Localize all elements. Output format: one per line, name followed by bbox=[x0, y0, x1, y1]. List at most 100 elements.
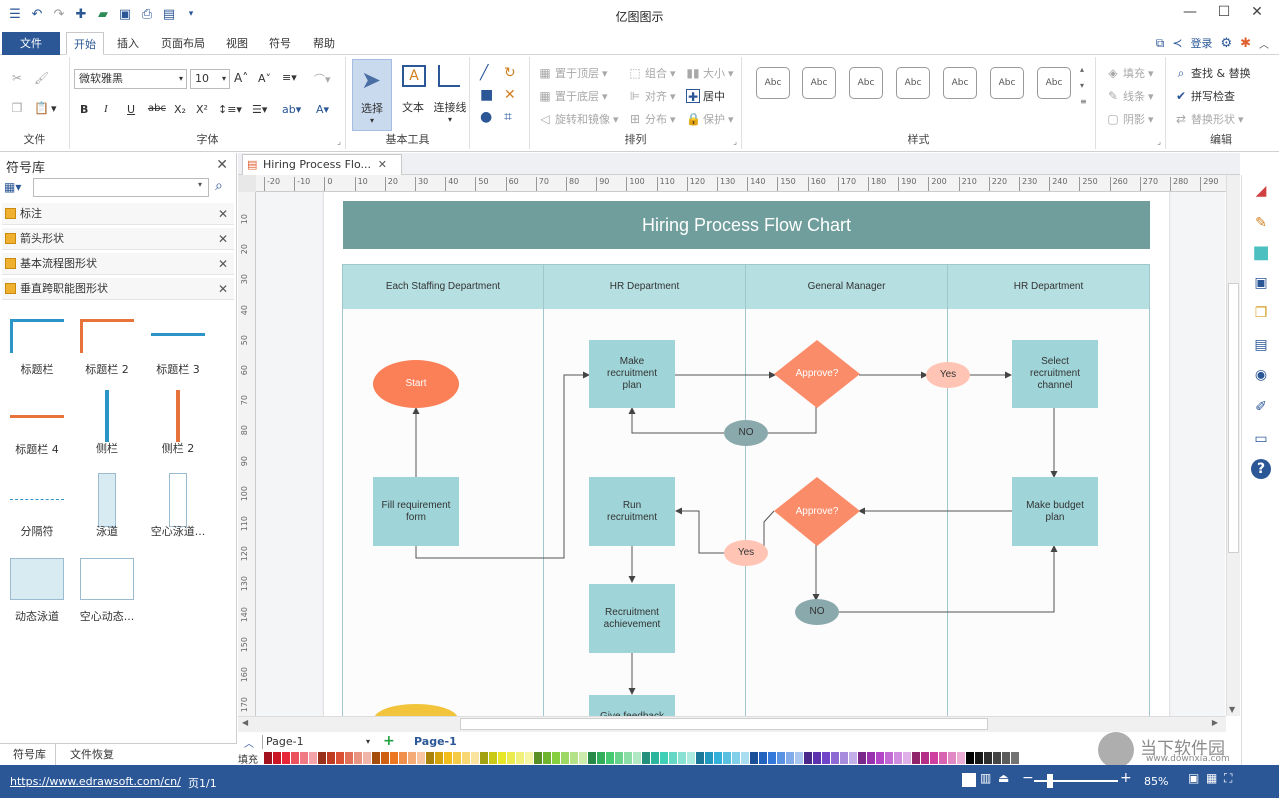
superscript-button[interactable]: X² bbox=[196, 103, 208, 116]
fill-requirement-node[interactable]: Fill requirement form bbox=[373, 477, 459, 546]
page-panel-icon[interactable]: ▤ bbox=[1254, 337, 1268, 353]
color-swatch[interactable] bbox=[543, 752, 551, 764]
library-category-vertical-crossfunctional[interactable]: 垂直跨职能图形状✕ bbox=[2, 278, 234, 300]
color-swatch[interactable] bbox=[435, 752, 443, 764]
tab-symbol[interactable]: 符号 bbox=[269, 37, 291, 50]
drawing-canvas[interactable]: Hiring Process Flow Chart Each Staffing … bbox=[256, 192, 1225, 716]
close-category-icon[interactable]: ✕ bbox=[217, 257, 228, 271]
color-swatch[interactable] bbox=[930, 752, 938, 764]
color-swatch[interactable] bbox=[453, 752, 461, 764]
style-preset-6[interactable]: Abc bbox=[990, 67, 1024, 99]
font-name-select[interactable]: 微软雅黑▾ bbox=[74, 69, 187, 89]
color-swatch[interactable] bbox=[291, 752, 299, 764]
text-tool-button[interactable]: A 文本 bbox=[396, 59, 430, 131]
login-link[interactable]: 登录 bbox=[1190, 37, 1213, 50]
bold-button[interactable]: B bbox=[80, 103, 89, 116]
color-swatch[interactable] bbox=[363, 752, 371, 764]
shape-title-bar-3[interactable]: 标题栏 3 bbox=[143, 313, 213, 393]
palette-swatches[interactable] bbox=[264, 752, 1020, 764]
styles-scroll-down-icon[interactable]: ▾ bbox=[1080, 81, 1085, 90]
color-swatch[interactable] bbox=[768, 752, 776, 764]
highlight-icon[interactable]: ab▾ bbox=[282, 103, 302, 116]
color-swatch[interactable] bbox=[903, 752, 911, 764]
new-file-icon[interactable]: ✚ bbox=[75, 6, 87, 22]
color-swatch[interactable] bbox=[642, 752, 650, 764]
line-panel-icon[interactable]: ✎ bbox=[1255, 215, 1267, 231]
color-swatch[interactable] bbox=[975, 752, 983, 764]
vertical-scrollbar[interactable]: ▼ bbox=[1226, 175, 1240, 716]
presentation-icon[interactable]: ⏏ bbox=[998, 771, 1010, 785]
styles-more-icon[interactable]: ≡ bbox=[1080, 97, 1087, 106]
customize-qat-icon[interactable]: ▾ bbox=[188, 9, 194, 19]
color-swatch[interactable] bbox=[534, 752, 542, 764]
shape-title-bar-4[interactable]: 标题栏 4 bbox=[2, 393, 72, 473]
font-size-select[interactable]: 10▾ bbox=[190, 69, 230, 89]
color-swatch[interactable] bbox=[669, 752, 677, 764]
shape-hollow-swimlane[interactable]: 空心泳道... bbox=[143, 471, 213, 551]
color-swatch[interactable] bbox=[876, 752, 884, 764]
tab-view[interactable]: 视图 bbox=[226, 37, 248, 50]
tab-file-recovery[interactable]: 文件恢复 bbox=[70, 748, 114, 761]
lane-header-hr-1[interactable]: HR Department bbox=[544, 265, 746, 309]
save-icon[interactable]: ▣ bbox=[118, 6, 132, 22]
horizontal-scrollbar[interactable]: ◀ ▶ bbox=[238, 716, 1226, 732]
color-swatch[interactable] bbox=[327, 752, 335, 764]
page-tab-1[interactable]: Page-1 bbox=[414, 735, 457, 748]
image-panel-icon[interactable]: ▣ bbox=[1254, 275, 1268, 291]
comment-panel-icon[interactable]: ▭ bbox=[1254, 431, 1268, 447]
lane-header-staffing[interactable]: Each Staffing Department bbox=[343, 265, 544, 309]
color-swatch[interactable] bbox=[741, 752, 749, 764]
color-swatch[interactable] bbox=[525, 752, 533, 764]
color-swatch[interactable] bbox=[750, 752, 758, 764]
approve-decision-1[interactable] bbox=[774, 340, 860, 408]
shape-hollow-dynamic-swimlane[interactable]: 空心动态... bbox=[72, 556, 142, 636]
library-search-dropdown-icon[interactable]: ▾ bbox=[198, 180, 203, 189]
zoom-in-icon[interactable]: + bbox=[1120, 770, 1132, 786]
style-preset-3[interactable]: Abc bbox=[849, 67, 883, 99]
note-panel-icon[interactable]: ✐ bbox=[1255, 399, 1267, 415]
color-swatch[interactable] bbox=[705, 752, 713, 764]
align-button[interactable]: ⊫对齐▾ bbox=[629, 89, 676, 103]
fit-page-icon[interactable]: ▣ bbox=[1188, 771, 1200, 785]
library-search-input[interactable] bbox=[33, 178, 209, 197]
shape-swimlane[interactable]: 泳道 bbox=[72, 471, 142, 551]
color-swatch[interactable] bbox=[714, 752, 722, 764]
center-button[interactable]: ✚居中 bbox=[686, 89, 725, 104]
no-label-2[interactable]: NO bbox=[795, 599, 839, 625]
no-label-1[interactable]: NO bbox=[724, 420, 768, 446]
cut-icon[interactable]: ✂ bbox=[11, 71, 23, 85]
style-preset-5[interactable]: Abc bbox=[943, 67, 977, 99]
size-button[interactable]: ▮▮大小▾ bbox=[686, 66, 734, 80]
color-swatch[interactable] bbox=[399, 752, 407, 764]
color-swatch[interactable] bbox=[606, 752, 614, 764]
bullets-icon[interactable]: ☰▾ bbox=[252, 103, 268, 116]
yes-label-2[interactable]: Yes bbox=[724, 540, 768, 566]
color-swatch[interactable] bbox=[318, 752, 326, 764]
copy-icon[interactable]: ❐ bbox=[11, 101, 23, 115]
color-swatch[interactable] bbox=[372, 752, 380, 764]
scroll-down-icon[interactable]: ▼ bbox=[1229, 705, 1236, 714]
minimize-button[interactable]: — bbox=[1183, 4, 1197, 20]
color-swatch[interactable] bbox=[984, 752, 992, 764]
color-swatch[interactable] bbox=[831, 752, 839, 764]
page-view-icon[interactable]: ▥ bbox=[980, 771, 992, 785]
color-swatch[interactable] bbox=[840, 752, 848, 764]
color-swatch[interactable] bbox=[471, 752, 479, 764]
maximize-button[interactable]: ☐ bbox=[1217, 4, 1231, 20]
color-swatch[interactable] bbox=[462, 752, 470, 764]
color-swatch[interactable] bbox=[912, 752, 920, 764]
color-swatch[interactable] bbox=[597, 752, 605, 764]
color-swatch[interactable] bbox=[813, 752, 821, 764]
fill-panel-icon[interactable]: ◢ bbox=[1255, 183, 1267, 199]
rotate-button[interactable]: ◁旋转和镜像▾ bbox=[540, 112, 619, 126]
strikethrough-button[interactable]: abc bbox=[148, 103, 166, 114]
color-swatch[interactable] bbox=[1011, 752, 1019, 764]
close-category-icon[interactable]: ✕ bbox=[217, 282, 228, 296]
normal-view-icon[interactable] bbox=[962, 773, 976, 787]
horizontal-scroll-thumb[interactable] bbox=[460, 718, 988, 730]
color-swatch[interactable] bbox=[624, 752, 632, 764]
color-swatch[interactable] bbox=[795, 752, 803, 764]
fill-button[interactable]: ◈填充▾ bbox=[1108, 66, 1154, 80]
color-swatch[interactable] bbox=[426, 752, 434, 764]
shape-title-bar[interactable]: 标题栏 bbox=[2, 313, 72, 393]
